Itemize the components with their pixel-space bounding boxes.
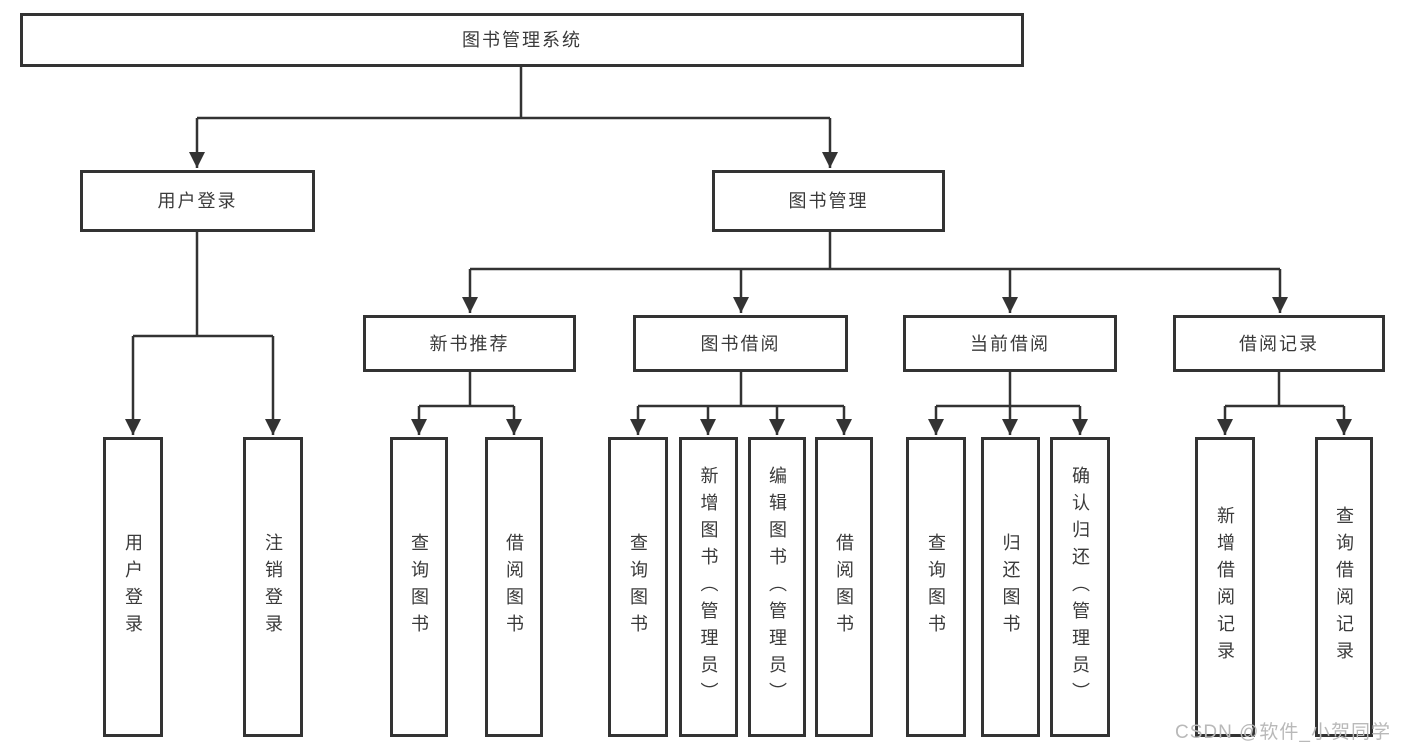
leaf-nbr-borrow-books: 借阅图书 <box>485 437 543 737</box>
edge-book-borrow-split <box>638 372 844 408</box>
edge-current-borrow-split <box>936 372 1080 408</box>
leaf-br-add-record: 新增借阅记录 <box>1195 437 1255 737</box>
node-new-book-rec: 新书推荐 <box>363 315 576 372</box>
edge-root-split <box>197 67 830 120</box>
edge-borrow-records-split <box>1225 372 1344 408</box>
node-current-borrow: 当前借阅 <box>903 315 1117 372</box>
leaf-bb-edit-books-admin: 编辑图书（管理员） <box>748 437 806 737</box>
leaf-br-query-record: 查询借阅记录 <box>1315 437 1373 737</box>
node-book-borrow: 图书借阅 <box>633 315 848 372</box>
leaf-cb-query-books: 查询图书 <box>906 437 966 737</box>
leaf-bb-add-books-admin: 新增图书（管理员） <box>679 437 738 737</box>
node-book-mgmt: 图书管理 <box>712 170 945 232</box>
leaf-user-login: 用户登录 <box>103 437 163 737</box>
leaf-cb-confirm-return-admin: 确认归还（管理员） <box>1050 437 1110 737</box>
leaf-bb-query-books: 查询图书 <box>608 437 668 737</box>
node-user-login: 用户登录 <box>80 170 315 232</box>
node-borrow-records: 借阅记录 <box>1173 315 1385 372</box>
edge-user-login-split <box>133 232 273 338</box>
edge-book-mgmt-split <box>470 232 1280 271</box>
watermark: CSDN @软件_小贺同学 <box>1175 722 1391 743</box>
node-root: 图书管理系统 <box>20 13 1024 67</box>
leaf-logout: 注销登录 <box>243 437 303 737</box>
leaf-nbr-query-books: 查询图书 <box>390 437 448 737</box>
leaf-bb-borrow-books: 借阅图书 <box>815 437 873 737</box>
edge-new-book-rec-split <box>419 372 514 408</box>
leaf-cb-return-books: 归还图书 <box>981 437 1040 737</box>
